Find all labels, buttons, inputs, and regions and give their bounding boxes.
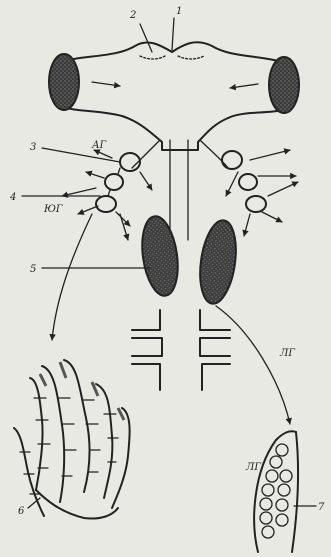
left-optic-lobe [49,54,79,110]
right-glands [222,150,298,236]
left-glands [62,150,152,240]
label-2: 2 [129,10,136,21]
right-optic-lobe [269,57,299,113]
label-yuvg: ЮГ [43,204,63,215]
epidermis-cells [254,431,298,552]
leader-2 [140,24,152,52]
brain [49,42,299,150]
leader-1 [172,18,174,50]
label-lg-arrow: ЛГ [279,348,295,359]
label-1: 1 [176,6,182,17]
label-6: 6 [18,506,25,517]
nerve-cord [132,310,230,390]
target-tissue-branches [14,360,130,519]
right-prothoracic-gland [195,218,240,306]
label-5: 5 [30,264,36,275]
label-lg-cells: ЛГ [245,462,261,473]
leader-3 [42,148,120,162]
label-7: 7 [318,502,325,513]
left-prothoracic-gland [138,214,183,298]
label-ag: АГ [91,140,107,151]
label-4: 4 [9,192,16,203]
label-3: 3 [30,142,36,153]
